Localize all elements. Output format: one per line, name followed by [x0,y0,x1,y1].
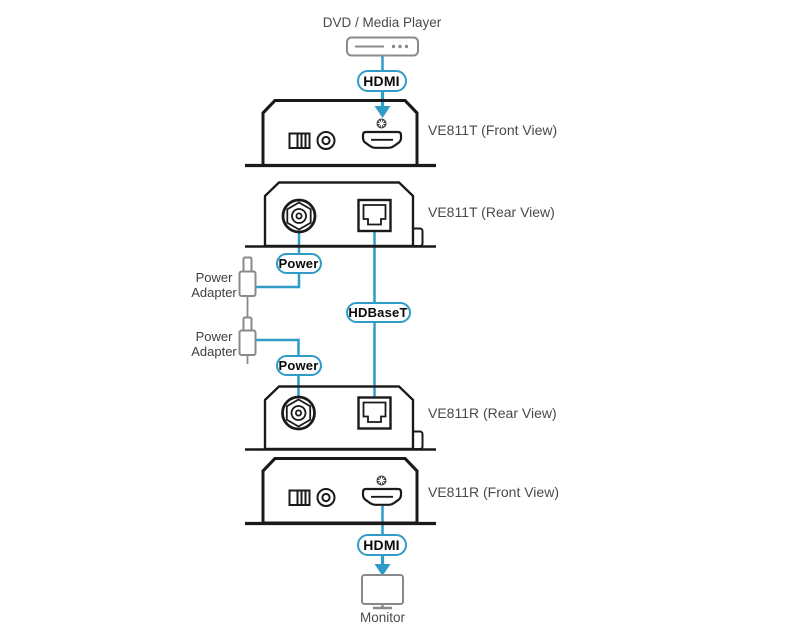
power-adapter-label-line1: Power [195,270,233,285]
ve811t-front-panel [288,118,403,150]
power-adapter-label-line2: Adapter [191,343,237,359]
hdmi-port-icon [361,130,403,149]
ir-jack-icon [316,488,336,507]
device-label-ve811r-front: VE811R (Front View) [428,484,559,500]
power-tx-badge: Power [275,252,322,274]
rj45-port-icon [357,396,392,430]
device-label-ve811t-rear: VE811T (Rear View) [428,204,555,220]
power-adapter-label-line1: Power [195,329,233,344]
baselines [245,163,436,526]
arrow-down-icon [374,106,391,118]
power-cable-rx-line [256,338,300,398]
hdmi-port-icon [361,487,403,506]
ve811t-rear-panel [281,198,392,234]
ir-jack-icon [316,131,336,150]
hdmi-out-badge: HDMI [356,533,407,556]
sink-label: Monitor [359,610,405,625]
ve811r-front-panel [288,475,403,507]
device-label-ve811r-rear: VE811R (Rear View) [428,405,557,421]
hdbaset-badge: HDBaseT [345,301,411,323]
power-adapter-icon [238,256,257,318]
power-adapter-label: Power Adapter [189,329,239,359]
power-jack-icon [281,198,317,234]
source-label: DVD / Media Player [322,15,442,30]
power-adapter-icon [238,316,257,364]
monitor-icon [361,574,404,610]
device-label-ve811t-front: VE811T (Front View) [428,122,558,138]
screw-icon [376,118,387,129]
media-player-icon [346,36,419,57]
power-cable-tx-line [256,232,301,289]
rj45-port-icon [357,198,392,233]
power-adapter-label: Power Adapter [189,270,239,300]
power-jack-icon [281,395,316,431]
ve811r-rear-panel [281,395,392,431]
power-rx-badge: Power [275,354,322,376]
arrow-down-icon [374,564,391,576]
hdmi-in-badge: HDMI [356,69,407,92]
screw-icon [376,475,387,486]
power-adapter-label-line2: Adapter [191,284,237,300]
